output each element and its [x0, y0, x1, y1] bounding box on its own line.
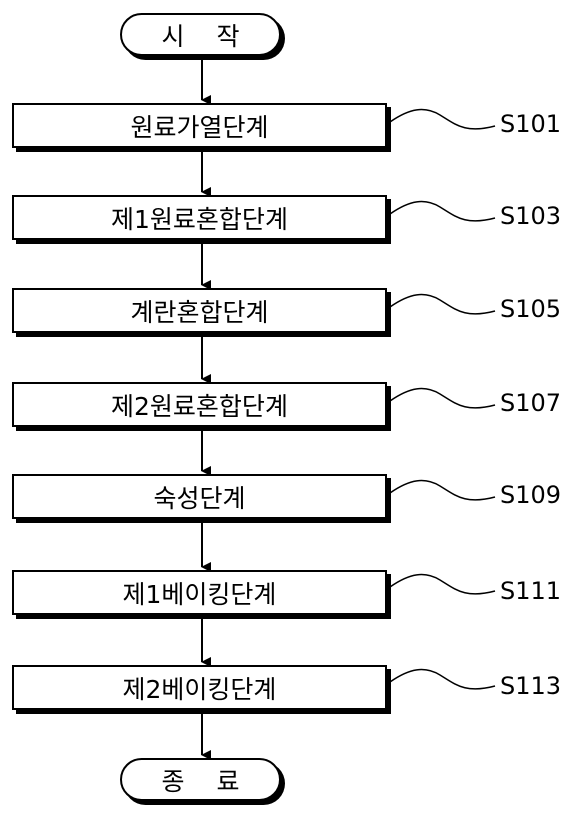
step-label-s111: S111: [500, 577, 562, 605]
leader-s111: [389, 573, 496, 595]
leader-s105: [389, 293, 496, 315]
step-label-s103: S103: [500, 202, 562, 230]
step-text: 계란혼합단계: [130, 297, 269, 327]
step-box-s103: 제1원료혼합단계: [12, 195, 387, 240]
step-box-s105: 계란혼합단계: [12, 288, 387, 333]
leader-s107: [389, 387, 496, 409]
leader-s109: [389, 479, 496, 501]
step-text: 제2원료혼합단계: [111, 391, 288, 421]
start-terminal: 시 작: [120, 13, 281, 56]
step-box-s109: 숙성단계: [12, 474, 387, 519]
step-label-s113: S113: [500, 672, 562, 700]
end-label: 종 료: [161, 766, 252, 796]
step-text: 숙성단계: [153, 483, 246, 513]
leader-s101: [389, 108, 496, 130]
step-label-s107: S107: [500, 389, 562, 417]
step-label-s101: S101: [500, 110, 562, 138]
leader-s103: [389, 200, 496, 222]
leader-s113: [389, 668, 496, 690]
step-box-s111: 제1베이킹단계: [12, 570, 387, 615]
step-text: 제1원료혼합단계: [111, 204, 288, 234]
start-label: 시 작: [161, 21, 252, 51]
step-text: 제2베이킹단계: [122, 674, 277, 704]
step-text: 제1베이킹단계: [122, 579, 277, 609]
step-label-s105: S105: [500, 295, 562, 323]
step-text: 원료가열단계: [130, 112, 269, 142]
end-terminal: 종 료: [120, 758, 281, 801]
step-box-s101: 원료가열단계: [12, 103, 387, 148]
step-label-s109: S109: [500, 481, 562, 509]
step-box-s107: 제2원료혼합단계: [12, 382, 387, 427]
step-box-s113: 제2베이킹단계: [12, 665, 387, 710]
